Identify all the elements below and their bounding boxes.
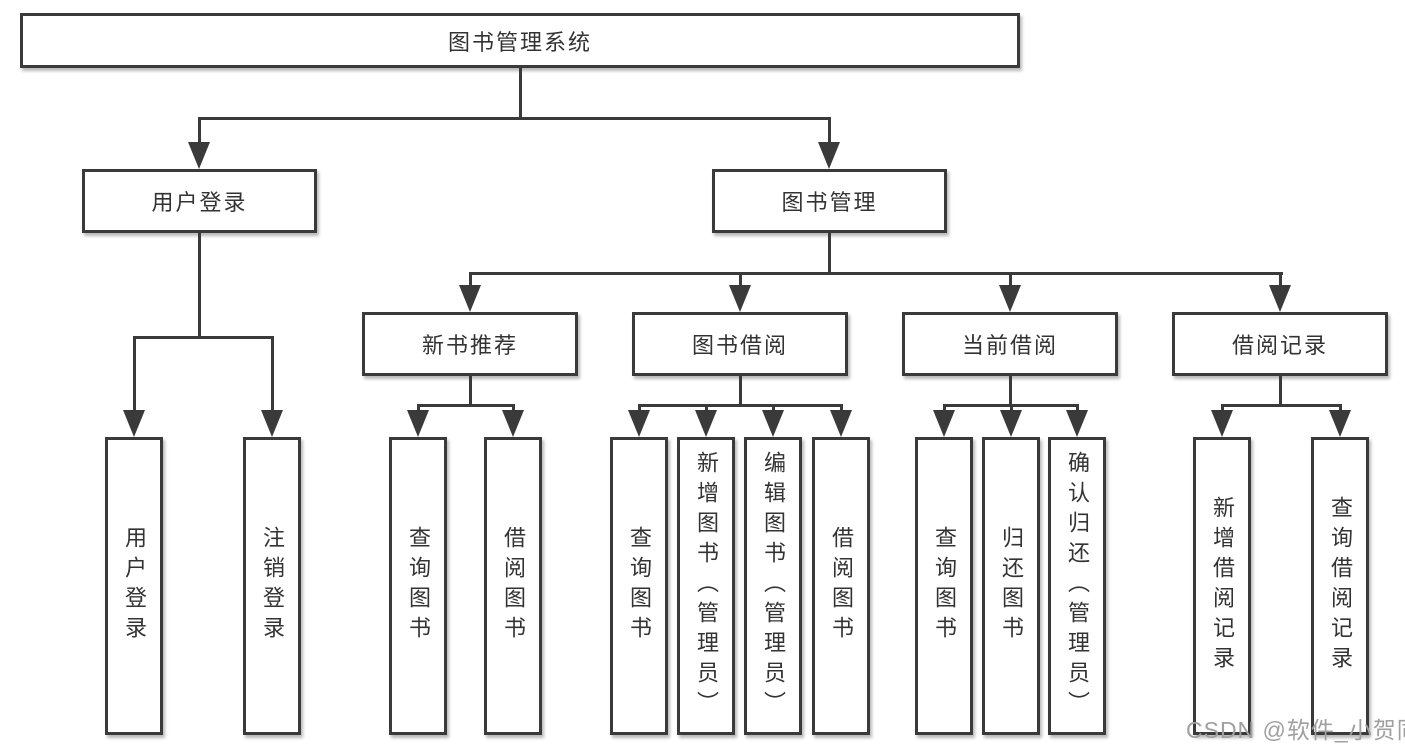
leaf-cb-query-book: 查询图书 [915, 437, 973, 735]
leaf-bb-edit-book: 编辑图书（管理员） [744, 437, 802, 735]
leaf-bb-query-book: 查询图书 [610, 437, 668, 735]
connector-nb-down [469, 376, 472, 406]
leaf-nb-borrow-book: 借阅图书 [484, 437, 542, 735]
arrow-down-icon [830, 410, 852, 437]
connector-book-mgmt-stem [828, 118, 831, 146]
leaf-bb-add-book: 新增图书（管理员） [677, 437, 735, 735]
leaf-user-login-label: 用户登录 [122, 526, 147, 646]
connector-user-login-stem [198, 118, 201, 146]
leaf-bb-edit-book-label: 编辑图书（管理员） [761, 451, 786, 721]
leaf-nb-query-book: 查询图书 [389, 437, 447, 735]
connector-l3-stem [469, 274, 472, 288]
arrow-down-icon [407, 410, 429, 437]
arrow-down-icon [818, 142, 840, 169]
leaf-cb-confirm-return-label: 确认归还（管理员） [1065, 451, 1090, 721]
connector-l3-stem [739, 274, 742, 288]
connector-bb-down [739, 376, 742, 406]
leaf-bb-borrow-book-label: 借阅图书 [829, 526, 854, 646]
arrow-down-icon [1329, 410, 1351, 437]
arrow-down-icon [502, 410, 524, 437]
arrow-down-icon [933, 410, 955, 437]
arrow-down-icon [261, 410, 283, 437]
leaf-nb-query-book-label: 查询图书 [406, 526, 431, 646]
connector-mgmt-down [828, 233, 831, 274]
connector-nb-rail [417, 404, 515, 407]
node-borrow-records-label: 借阅记录 [1231, 333, 1328, 358]
node-new-books-label: 新书推荐 [421, 333, 518, 358]
connector-l3-stem [1009, 274, 1012, 288]
leaf-nb-borrow-book-label: 借阅图书 [501, 526, 526, 646]
leaf-logout-label: 注销登录 [260, 526, 285, 646]
connector-root-stem [519, 68, 522, 120]
leaf-cb-return-book: 归还图书 [982, 437, 1040, 735]
arrow-down-icon [1066, 410, 1088, 437]
arrow-down-icon [1269, 285, 1291, 312]
connector-cb-down [1009, 376, 1012, 406]
leaf-logout: 注销登录 [243, 437, 301, 735]
arrow-down-icon [628, 410, 650, 437]
node-book-borrow-label: 图书借阅 [691, 333, 788, 358]
arrow-down-icon [459, 285, 481, 312]
arrow-down-icon [729, 285, 751, 312]
arrow-down-icon [1211, 410, 1233, 437]
watermark: CSDN @软件_小贺同学 [1186, 717, 1405, 743]
connector-br-rail [1221, 404, 1342, 407]
connector-user-rail [133, 336, 274, 339]
node-current-borrow: 当前借阅 [902, 312, 1118, 376]
leaf-cb-confirm-return: 确认归还（管理员） [1048, 437, 1106, 735]
node-user-login: 用户登录 [82, 169, 317, 233]
node-root: 图书管理系统 [20, 13, 1020, 68]
arrow-down-icon [762, 410, 784, 437]
leaf-user-login: 用户登录 [105, 437, 163, 735]
leaf-bb-borrow-book: 借阅图书 [812, 437, 870, 735]
connector-l2-rail [198, 117, 831, 120]
connector-br-down [1279, 376, 1282, 406]
leaf-cb-return-book-label: 归还图书 [999, 526, 1024, 646]
node-current-borrow-label: 当前借阅 [961, 333, 1058, 358]
connector-bb-rail [638, 404, 843, 407]
leaf-br-query-record-label: 查询借阅记录 [1328, 496, 1353, 676]
leaf-bb-query-book-label: 查询图书 [627, 526, 652, 646]
node-book-mgmt: 图书管理 [712, 169, 947, 233]
node-root-label: 图书管理系统 [447, 29, 592, 55]
arrow-down-icon [1000, 410, 1022, 437]
leaf-br-add-record: 新增借阅记录 [1193, 437, 1251, 735]
connector-l3-rail [469, 272, 1283, 275]
arrow-down-icon [695, 410, 717, 437]
node-borrow-records: 借阅记录 [1172, 312, 1388, 376]
leaf-br-add-record-label: 新增借阅记录 [1210, 496, 1235, 676]
connector-cb-rail [943, 404, 1079, 407]
connector-l3-stem [1279, 274, 1282, 288]
connector-user-down [198, 233, 201, 338]
connector-leaf-stem [133, 338, 136, 412]
leaf-cb-query-book-label: 查询图书 [932, 526, 957, 646]
node-new-books: 新书推荐 [362, 312, 578, 376]
node-book-borrow: 图书借阅 [632, 312, 848, 376]
leaf-bb-add-book-label: 新增图书（管理员） [694, 451, 719, 721]
node-user-login-label: 用户登录 [151, 190, 248, 215]
arrow-down-icon [188, 142, 210, 169]
arrow-down-icon [123, 410, 145, 437]
leaf-br-query-record: 查询借阅记录 [1311, 437, 1369, 735]
node-book-mgmt-label: 图书管理 [781, 190, 878, 215]
arrow-down-icon [999, 285, 1021, 312]
connector-leaf-stem [271, 338, 274, 412]
